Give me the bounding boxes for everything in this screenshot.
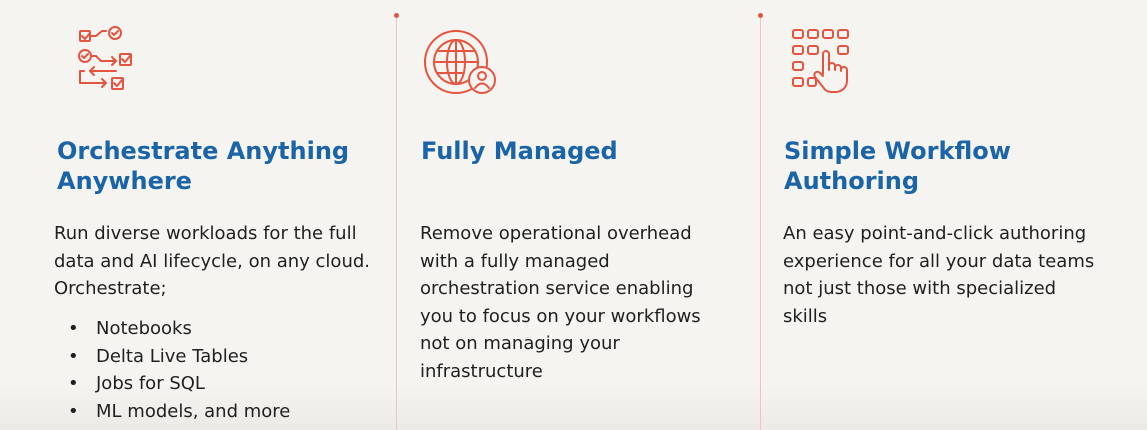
bullet-text: Jobs for SQL xyxy=(96,373,205,394)
feature-description: Remove operational overhead with a fully… xyxy=(420,223,701,382)
feature-title: Fully Managed xyxy=(421,137,618,165)
list-item: •Notebooks xyxy=(68,318,192,339)
column-divider xyxy=(394,13,399,430)
workflow-checklist-icon xyxy=(76,26,154,104)
feature-description: An easy point-and-click authoring experi… xyxy=(783,223,1095,327)
list-item: •Delta Live Tables xyxy=(68,345,249,367)
list-item: •ML models, and more xyxy=(68,400,291,422)
globe-user-icon xyxy=(420,28,498,106)
list-item: •Jobs for SQL xyxy=(68,373,205,394)
feature-title: Orchestrate Anything Anywhere xyxy=(57,137,350,195)
bullet-text: Delta Live Tables xyxy=(96,345,249,367)
bullet-text: ML models, and more xyxy=(96,400,291,422)
column-divider xyxy=(758,13,763,430)
grid-tap-icon xyxy=(789,26,867,104)
bullet-text: Notebooks xyxy=(96,318,192,339)
feature-bullet-list: •Notebooks •Delta Live Tables •Jobs for … xyxy=(64,315,290,425)
feature-description: Run diverse workloads for the full data … xyxy=(54,223,370,299)
feature-title: Simple Workflow Authoring xyxy=(784,137,1011,195)
